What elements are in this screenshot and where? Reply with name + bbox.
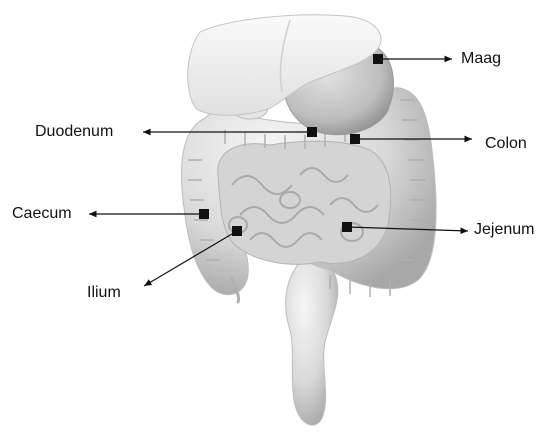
- caecum-marker: [199, 209, 209, 219]
- duodenum-marker: [307, 127, 317, 137]
- label-jejenum: Jejenum: [474, 222, 534, 238]
- label-ilium: Ilium: [87, 285, 121, 301]
- colon-marker: [350, 134, 360, 144]
- label-maag: Maag: [461, 51, 501, 67]
- label-caecum: Caecum: [12, 206, 72, 222]
- jejenum-marker: [342, 222, 352, 232]
- ilium-marker: [232, 226, 242, 236]
- small-intestine: [218, 141, 391, 264]
- label-colon: Colon: [485, 136, 527, 152]
- label-duodenum: Duodenum: [35, 124, 113, 140]
- maag-marker: [373, 54, 383, 64]
